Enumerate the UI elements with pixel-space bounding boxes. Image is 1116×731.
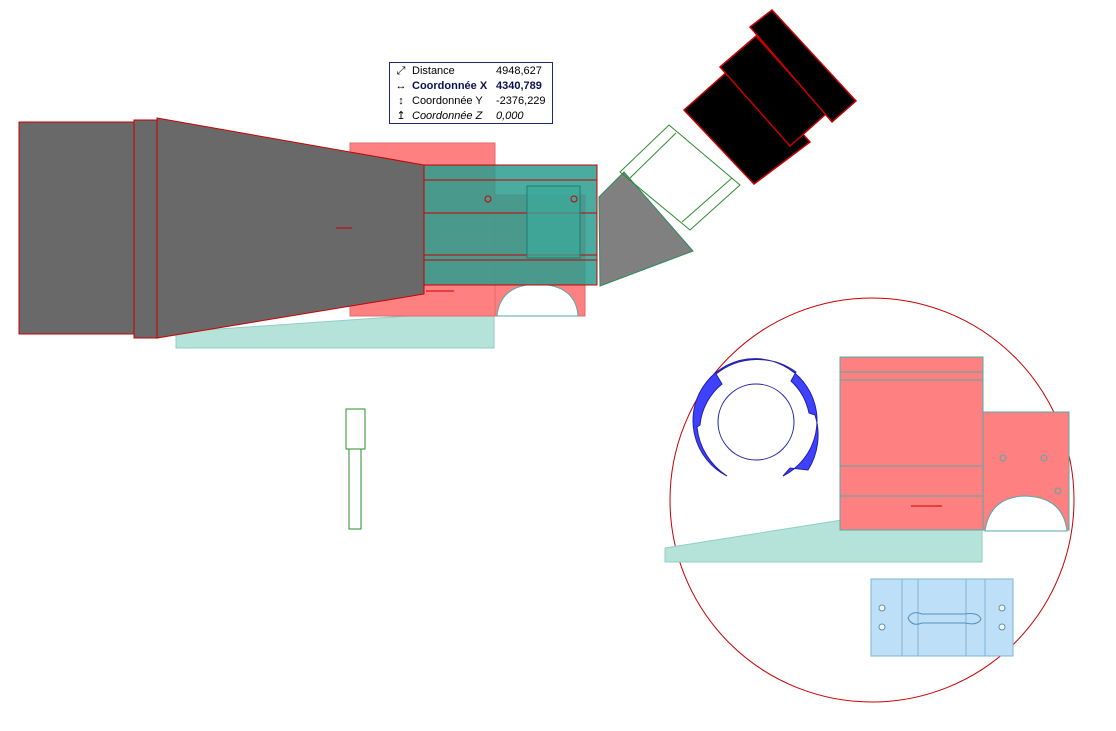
detail-red-block[interactable] — [839, 356, 984, 531]
blue-ring-clamp[interactable] — [692, 358, 819, 477]
detail-hole-3 — [1054, 487, 1062, 495]
tracker-label: Distance — [412, 65, 455, 77]
x-axis-icon: ↔ — [395, 80, 407, 92]
plate-slot — [907, 612, 982, 625]
y-axis-icon: ↕ — [398, 95, 404, 107]
tracker-value: 4340,789 — [496, 80, 542, 92]
screw-hole-1 — [484, 195, 492, 203]
teal-block[interactable] — [526, 185, 581, 259]
stand-post[interactable] — [348, 448, 362, 530]
mounting-plate[interactable] — [870, 578, 1014, 657]
tracker-row: ⤢ Distance 4948,627 — [390, 64, 554, 79]
plate-hole-4 — [998, 623, 1006, 631]
screw-hole-2 — [570, 195, 578, 203]
prism-housing[interactable] — [598, 171, 694, 287]
distance-icon: ⤢ — [396, 65, 406, 77]
detail-cutout — [984, 495, 1068, 532]
objective-tube[interactable] — [18, 121, 136, 335]
objective-ring[interactable] — [133, 119, 159, 339]
tracker-label: Coordonnée X — [412, 80, 488, 92]
tracker-row: ↔ Coordonnée X 4340,789 — [390, 79, 554, 94]
blue-ring-hole — [717, 383, 795, 461]
eyepiece-tube-line-1 — [629, 132, 677, 179]
tracker-value: 0,000 — [496, 110, 524, 122]
eyepiece-cap[interactable] — [748, 8, 858, 124]
detail-hole-2 — [1040, 454, 1048, 462]
detail-hole-1 — [999, 454, 1007, 462]
base-plate-shape[interactable] — [175, 309, 495, 349]
stand-top[interactable] — [345, 408, 366, 450]
eyepiece-base[interactable] — [682, 60, 812, 186]
detail-view-circle[interactable] — [669, 297, 1075, 703]
eyepiece-tube-outline[interactable] — [619, 124, 741, 231]
tracker-label: Coordonnée Y — [412, 95, 483, 107]
tapered-body[interactable] — [156, 117, 425, 339]
tracker-row: ↥ Coordonnée Z 0,000 — [390, 109, 554, 124]
z-axis-icon: ↥ — [396, 110, 406, 122]
tracker-label: Coordonnée Z — [412, 110, 483, 122]
eyepiece-tube-line-2 — [681, 177, 733, 223]
coordinate-tracker: ⤢ Distance 4948,627 ↔ Coordonnée X 4340,789 ↕ C… — [389, 62, 553, 124]
tracker-row: ↕ Coordonnée Y -2376,229 — [390, 94, 554, 109]
plate-hole-1 — [878, 604, 886, 612]
plate-hole-3 — [998, 604, 1006, 612]
tracker-value: 4948,627 — [496, 65, 542, 77]
plate-hole-2 — [878, 623, 886, 631]
tracker-value: -2376,229 — [496, 95, 546, 107]
